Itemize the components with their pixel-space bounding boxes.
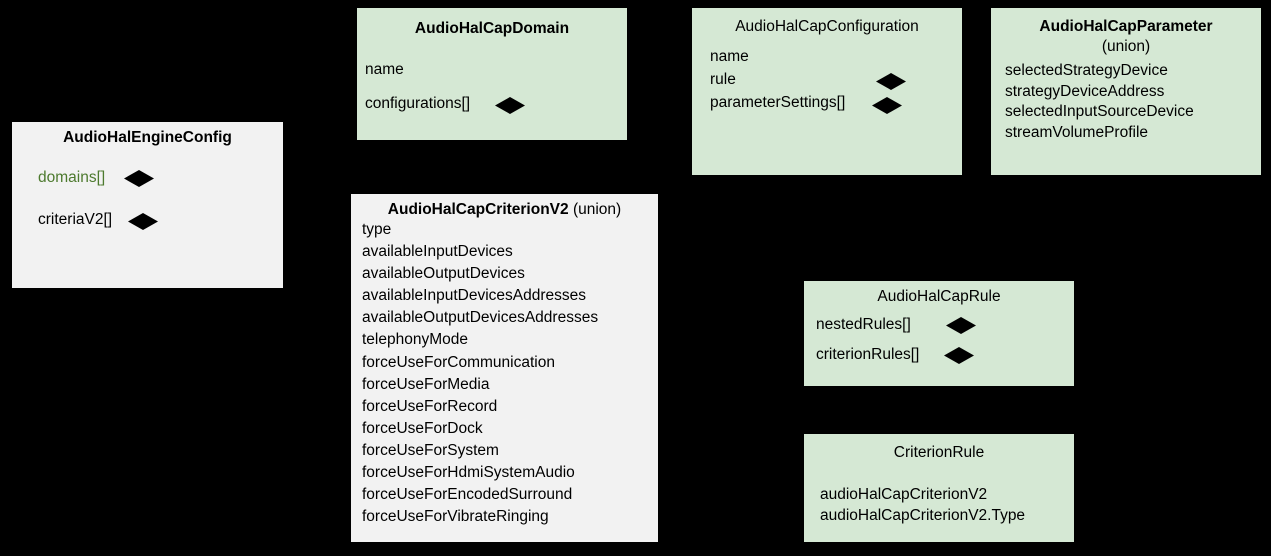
attribute-availableinputdevicesaddresses: availableInputDevicesAddresses <box>362 287 587 305</box>
attribute-forceuseforsystem: forceUseForSystem <box>362 441 499 459</box>
attribute-forceuseforencodedsurround: forceUseForEncodedSurround <box>362 486 573 504</box>
attribute-availableinputdevices: availableInputDevices <box>362 243 513 261</box>
class-subtitle-union: (union) <box>572 201 622 218</box>
class-box-audio-hal-cap-rule[interactable]: AudioHalCapRule nestedRules[] criterionR… <box>804 281 1074 386</box>
class-box-audio-hal-cap-configuration[interactable]: AudioHalCapConfiguration name rule param… <box>692 8 962 175</box>
attribute-forceuseforhdmisystemaudio: forceUseForHdmiSystemAudio <box>362 464 575 482</box>
attribute-streamvolumeprofile: streamVolumeProfile <box>1005 123 1149 141</box>
attribute-forceuseforvibrateringing: forceUseForVibrateRinging <box>362 508 549 526</box>
attribute-selectedstrategydevice: selectedStrategyDevice <box>1005 62 1168 79</box>
attribute-forceusefordock: forceUseForDock <box>362 419 483 437</box>
attribute-telephonymode: telephonyMode <box>362 331 468 349</box>
attribute-type: type <box>362 221 392 238</box>
attribute-rule: rule <box>710 71 736 88</box>
class-box-criterion-rule[interactable]: CriterionRule audioHalCapCriterionV2 aud… <box>804 434 1074 542</box>
attribute-list-cap-parameter: selectedStrategyDevice strategyDeviceAdd… <box>1005 63 1194 145</box>
class-box-audio-hal-engine-config[interactable]: AudioHalEngineConfig domains[] criteriaV… <box>12 122 283 288</box>
attribute-availableoutputdevicesaddresses: availableOutputDevicesAddresses <box>362 309 599 327</box>
attribute-criteriav2: criteriaV2[] <box>38 211 113 228</box>
class-title-audio-hal-cap-parameter: AudioHalCapParameter <box>1039 18 1213 35</box>
attribute-domains: domains[] <box>38 169 106 186</box>
attribute-parametersettings: parameterSettings[] <box>710 94 846 111</box>
class-subtitle-union: (union) <box>1101 38 1151 55</box>
attribute-forceuseforcommunication: forceUseForCommunication <box>362 353 555 371</box>
attribute-availableoutputdevices: availableOutputDevices <box>362 265 525 283</box>
class-title-audio-hal-cap-criterion-v2: AudioHalCapCriterionV2 (union) <box>351 201 658 219</box>
class-title-audio-hal-cap-rule: AudioHalCapRule <box>877 288 1001 305</box>
attribute-name: name <box>365 61 404 78</box>
class-box-audio-hal-cap-criterion-v2[interactable]: AudioHalCapCriterionV2 (union) type avai… <box>351 194 658 542</box>
attribute-audiohalcapcriterionv2-type: audioHalCapCriterionV2.Type <box>820 506 1026 524</box>
class-title-audio-hal-cap-configuration: AudioHalCapConfiguration <box>735 18 919 35</box>
attribute-forceuseforrecord: forceUseForRecord <box>362 397 498 415</box>
attribute-list-criterion-rule: audioHalCapCriterionV2 audioHalCapCriter… <box>820 487 1025 528</box>
attribute-strategydeviceaddress: strategyDeviceAddress <box>1005 82 1165 100</box>
class-box-audio-hal-cap-domain[interactable]: AudioHalCapDomain name configurations[] <box>357 8 627 140</box>
attribute-list-cap-criterion-v2: type availableInputDevices availableOutp… <box>362 222 598 531</box>
class-title-audio-hal-engine-config: AudioHalEngineConfig <box>63 129 232 146</box>
class-title-text: AudioHalCapCriterionV2 <box>387 201 569 218</box>
attribute-nestedrules: nestedRules[] <box>816 316 911 333</box>
class-box-audio-hal-cap-parameter[interactable]: AudioHalCapParameter (union) selectedStr… <box>991 8 1261 175</box>
attribute-name: name <box>710 48 749 65</box>
attribute-configurations: configurations[] <box>365 95 471 112</box>
class-title-criterion-rule: CriterionRule <box>893 444 985 461</box>
attribute-audiohalcapcriterionv2: audioHalCapCriterionV2 <box>820 486 988 503</box>
attribute-forceuseformedia: forceUseForMedia <box>362 375 490 393</box>
attribute-selectedinputsourcedevice: selectedInputSourceDevice <box>1005 103 1194 120</box>
attribute-criterionrules: criterionRules[] <box>816 346 920 363</box>
class-title-audio-hal-cap-domain: AudioHalCapDomain <box>414 20 570 37</box>
